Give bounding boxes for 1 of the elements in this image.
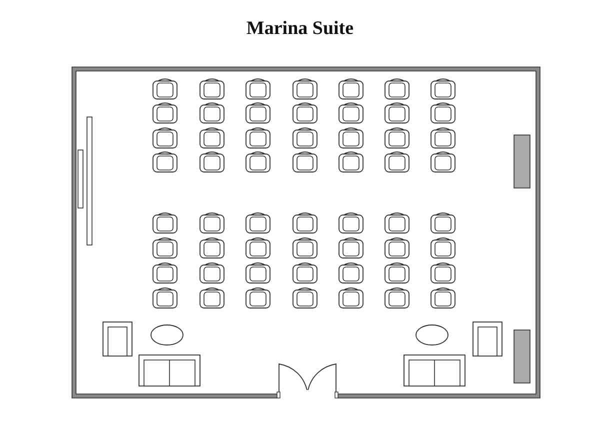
plan-title: Marina Suite [246, 18, 354, 40]
